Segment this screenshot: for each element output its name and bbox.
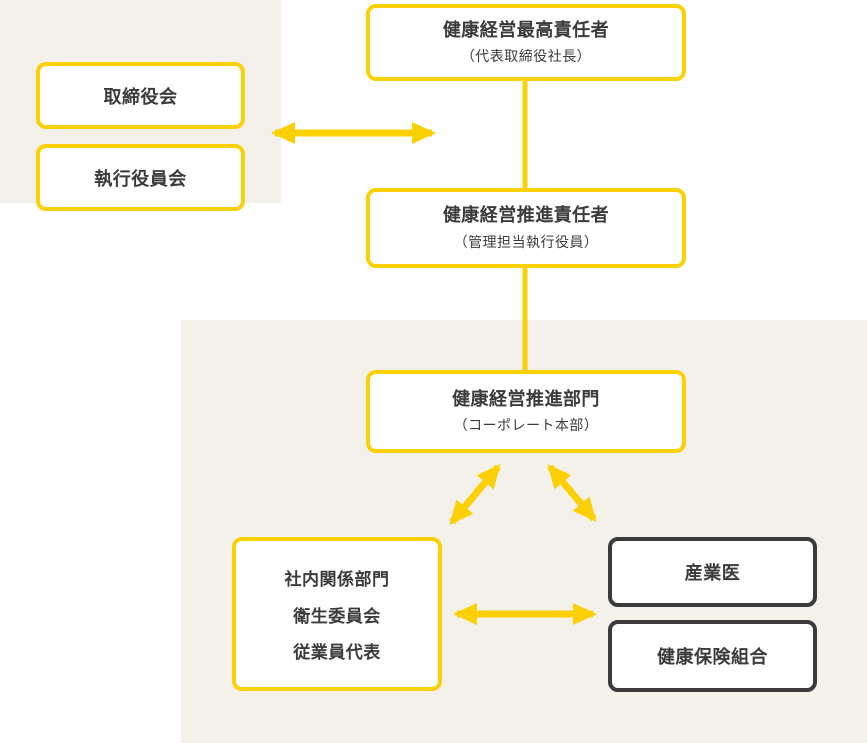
node-internal-line-1: 社内関係部門 <box>284 570 390 589</box>
node-internal-groups: 社内関係部門 衛生委員会 従業員代表 <box>232 537 442 691</box>
node-promotion-officer-title: 健康経営推進責任者 <box>442 205 610 226</box>
node-health-insurance-union: 健康保険組合 <box>608 620 817 692</box>
node-industrial-physician-label: 産業医 <box>684 563 741 583</box>
node-promotion-department-subtitle: （コーポレート本部） <box>453 417 599 434</box>
node-executive-officers: 執行役員会 <box>36 144 245 211</box>
node-ceo-subtitle: （代表取締役社長） <box>460 48 592 65</box>
node-internal-line-2: 衛生委員会 <box>293 606 381 626</box>
node-board-label: 取締役会 <box>103 86 178 107</box>
node-internal-line-3: 従業員代表 <box>293 643 381 662</box>
node-ceo: 健康経営最高責任者 （代表取締役社長） <box>366 4 686 81</box>
node-promotion-officer: 健康経営推進責任者 （管理担当執行役員） <box>366 188 686 268</box>
node-industrial-physician: 産業医 <box>608 537 817 607</box>
node-promotion-department: 健康経営推進部門 （コーポレート本部） <box>366 370 686 453</box>
node-ceo-title: 健康経営最高責任者 <box>442 19 610 40</box>
node-promotion-department-title: 健康経営推進部門 <box>452 388 600 409</box>
node-promotion-officer-subtitle: （管理担当執行役員） <box>453 233 599 250</box>
node-health-insurance-union-label: 健康保険組合 <box>657 647 768 667</box>
node-executive-label: 執行役員会 <box>94 168 187 189</box>
node-board-of-directors: 取締役会 <box>36 62 245 129</box>
